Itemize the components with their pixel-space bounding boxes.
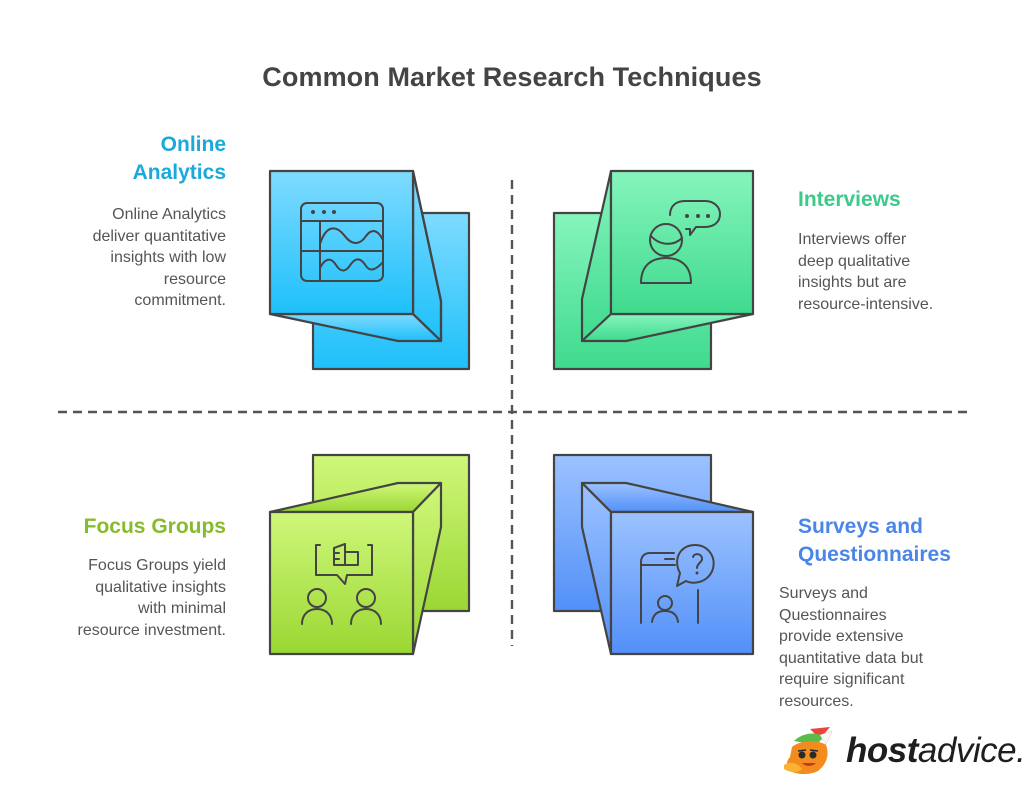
- description-line: Surveys and: [779, 585, 868, 602]
- description-line: Questionnaires: [779, 606, 887, 624]
- description-line: deep qualitative: [798, 252, 911, 270]
- description-line: Focus Groups yield: [88, 557, 226, 574]
- heading-line: Surveys and: [798, 515, 923, 538]
- description-line: resource investment.: [77, 621, 226, 639]
- description-line: resources.: [779, 692, 854, 710]
- description-line: insights but are: [798, 274, 907, 291]
- heading-line: Questionnaires: [798, 543, 951, 566]
- survey-question-icon: [640, 544, 715, 624]
- heading-line: Interviews: [798, 188, 901, 211]
- interviews-description: Interviews offer deep qualitative insigh…: [798, 229, 1008, 315]
- interview-person-speech-icon: [640, 200, 721, 284]
- description-line: deliver quantitative: [92, 227, 226, 245]
- heading-line: Analytics: [132, 161, 226, 184]
- logo-bold-text: host: [846, 731, 918, 770]
- description-line: quantitative data but: [779, 649, 924, 667]
- logo-regular-text: advice.: [917, 731, 1024, 770]
- description-line: resource: [163, 270, 226, 288]
- description-line: qualitative insights: [95, 578, 226, 596]
- description-line: Interviews offer: [798, 231, 907, 248]
- description-line: require significant: [779, 671, 905, 688]
- group-discussion-icon: [301, 543, 382, 625]
- surveys-heading: Surveys and Questionnaires: [798, 513, 1008, 569]
- interviews-cube: [552, 169, 755, 371]
- description-line: commitment.: [134, 292, 226, 309]
- description-line: provide extensive: [779, 628, 904, 645]
- hostadvice-logo: hostadvice.: [780, 725, 1024, 785]
- analytics-dashboard-icon: [300, 202, 384, 282]
- online-analytics-cube: [268, 169, 471, 371]
- description-line: insights with low: [110, 249, 226, 266]
- fox-mascot-icon: [784, 727, 833, 774]
- focus-groups-heading: Focus Groups: [26, 513, 226, 541]
- online-analytics-heading: Online Analytics: [60, 131, 226, 187]
- interviews-heading: Interviews: [798, 186, 998, 214]
- surveys-description: Surveys and Questionnaires provide exten…: [779, 583, 999, 712]
- focus-groups-cube: [268, 453, 471, 656]
- online-analytics-description: Online Analytics deliver quantitative in…: [40, 204, 226, 312]
- surveys-cube: [552, 453, 755, 656]
- description-line: resource-intensive.: [798, 295, 934, 313]
- heading-line: Focus Groups: [83, 515, 226, 538]
- diagram-title: Common Market Research Techniques: [262, 62, 762, 92]
- heading-line: Online: [160, 133, 226, 156]
- description-line: with minimal: [137, 600, 226, 617]
- logo-wordmark: hostadvice.: [846, 731, 1024, 771]
- quadrant-dividers: [58, 180, 968, 646]
- description-line: Online Analytics: [112, 206, 226, 223]
- focus-groups-description: Focus Groups yield qualitative insights …: [26, 555, 226, 641]
